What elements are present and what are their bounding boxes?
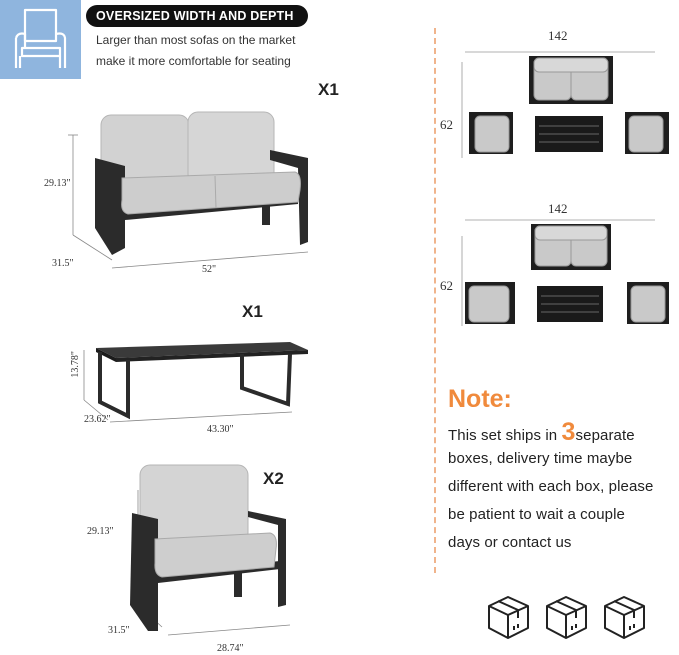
note-line-4: be patient to wait a couple bbox=[448, 506, 625, 523]
box-icon-3 bbox=[604, 596, 645, 639]
table-width: 43.30" bbox=[207, 424, 234, 435]
layout-bottom-diagram bbox=[461, 219, 669, 326]
loveseat-width: 52" bbox=[202, 264, 217, 275]
loveseat-depth: 31.5" bbox=[52, 258, 74, 269]
loveseat-height: 29.13" bbox=[44, 178, 71, 189]
coffee-table-illustration bbox=[83, 342, 308, 423]
layout-top-depth: 62 bbox=[440, 117, 453, 132]
chair-depth: 31.5" bbox=[108, 625, 130, 636]
layout-top-diagram bbox=[461, 51, 669, 158]
box-icons bbox=[488, 596, 645, 639]
note-line-1: This set ships in 3separate bbox=[448, 418, 635, 447]
chair-outline-icon bbox=[14, 8, 67, 68]
chair-thumbnail bbox=[0, 0, 81, 79]
header-line-2: make it more comfortable for seating bbox=[96, 54, 291, 68]
box-count: 3 bbox=[561, 418, 576, 446]
note-line-3: different with each box, please bbox=[448, 478, 654, 495]
layout-top-width: 142 bbox=[548, 28, 568, 43]
dashed-divider bbox=[434, 28, 436, 573]
box-icon-2 bbox=[546, 596, 587, 639]
table-height: 13.78" bbox=[70, 351, 81, 378]
chair-width: 28.74" bbox=[217, 643, 244, 654]
chair-qty: X2 bbox=[263, 469, 284, 488]
loveseat-illustration bbox=[68, 111, 309, 269]
note-line-2: boxes, delivery time maybe bbox=[448, 450, 633, 467]
loveseat-qty: X1 bbox=[318, 80, 339, 99]
header-line-1: Larger than most sofas on the market bbox=[96, 33, 296, 47]
note-line-5: days or contact us bbox=[448, 534, 572, 551]
layout-bottom-width: 142 bbox=[548, 201, 568, 216]
note-line-1-pre: This set ships in bbox=[448, 427, 562, 444]
note-line-1-post: separate bbox=[575, 427, 635, 444]
table-depth: 23.62" bbox=[84, 414, 111, 425]
box-icon-1 bbox=[488, 596, 529, 639]
chair-height: 29.13" bbox=[87, 526, 114, 537]
note-title: Note: bbox=[448, 385, 512, 413]
oversized-badge bbox=[86, 5, 308, 27]
layout-bottom-depth: 62 bbox=[440, 278, 453, 293]
oversized-badge-text: OVERSIZED WIDTH AND DEPTH bbox=[96, 9, 294, 23]
table-qty: X1 bbox=[242, 302, 263, 321]
armchair-illustration bbox=[130, 464, 291, 636]
